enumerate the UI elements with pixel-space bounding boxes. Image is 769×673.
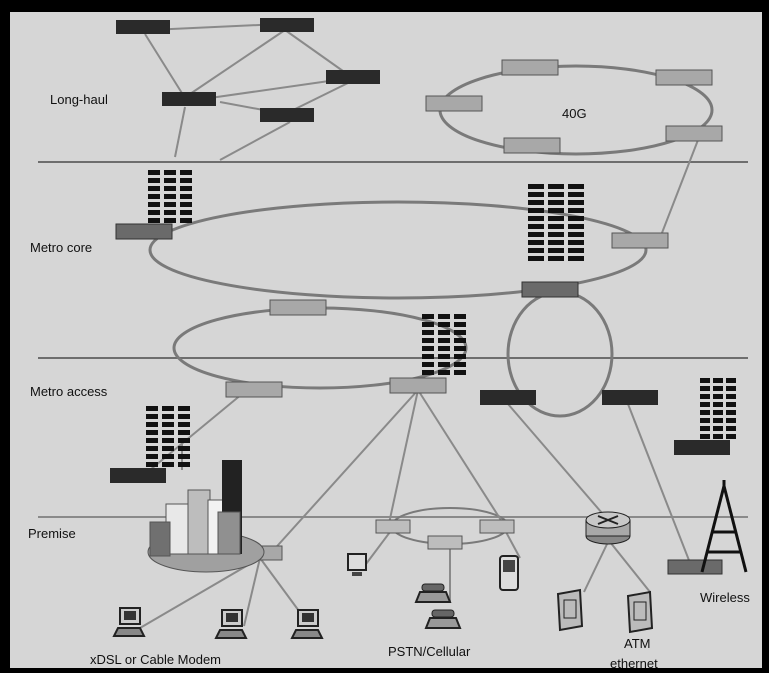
ring-node (503, 137, 561, 154)
metro-node (269, 299, 327, 316)
ring-node (501, 59, 559, 76)
layer-label-premise: Premise (28, 526, 76, 541)
access-node (674, 440, 730, 455)
city-buildings-icon (147, 460, 265, 573)
longhaul-node (116, 20, 170, 34)
telephone-icon (424, 609, 462, 629)
network-diagram: Long-haul 40G Metro core Metro access Pr… (28, 18, 750, 668)
premise-node (667, 559, 723, 575)
router-icon (585, 511, 631, 545)
monitor-icon (347, 553, 367, 576)
longhaul-node (326, 70, 380, 84)
server-rack-icon (700, 378, 736, 439)
atm-switch-icon (556, 588, 584, 632)
server-rack-icon (422, 314, 466, 375)
endpoint-label-atm: ATM (624, 636, 650, 651)
metro-node (521, 281, 579, 298)
ring-node (655, 69, 713, 86)
longhaul-node (162, 92, 216, 106)
network-diagram-canvas: Long-haul 40G Metro core Metro access Pr… (10, 12, 762, 668)
ring-node (665, 125, 723, 142)
ring-node (425, 95, 483, 112)
access-node (480, 390, 536, 405)
premise-node (479, 519, 515, 534)
endpoint-label-pstn: PSTN/Cellular (388, 644, 471, 659)
endpoint-label-wireless: Wireless (700, 590, 750, 605)
ring-metro-core (148, 200, 648, 300)
longhaul-node (260, 108, 314, 122)
longhaul-links (144, 23, 699, 239)
access-node (110, 468, 166, 483)
computer-icon (214, 609, 248, 639)
computer-icon (112, 607, 146, 637)
wireless-tower-icon (700, 480, 748, 573)
access-node (389, 377, 447, 394)
server-rack-icon (528, 184, 584, 261)
metro-node (611, 232, 669, 249)
premise-node (375, 519, 411, 534)
premise-node (427, 535, 463, 550)
ring-label-40g: 40G (562, 106, 587, 121)
endpoint-label-xdsl: xDSL or Cable Modem (90, 652, 221, 667)
atm-switch-icon (626, 590, 654, 634)
layer-label-metro-core: Metro core (30, 240, 92, 255)
server-rack-icon (148, 170, 192, 223)
server-rack-icon (146, 406, 190, 467)
layer-label-metro-access: Metro access (30, 384, 108, 399)
telephone-icon (414, 583, 452, 603)
endpoint-label-ethernet: ethernet (610, 656, 658, 668)
access-node (225, 381, 283, 398)
server-racks (146, 170, 736, 467)
mobile-phone-icon (499, 555, 519, 591)
longhaul-node (260, 18, 314, 32)
layer-label-long-haul: Long-haul (50, 92, 108, 107)
metro-node (115, 223, 173, 240)
access-node (602, 390, 658, 405)
computer-icon (290, 609, 324, 639)
